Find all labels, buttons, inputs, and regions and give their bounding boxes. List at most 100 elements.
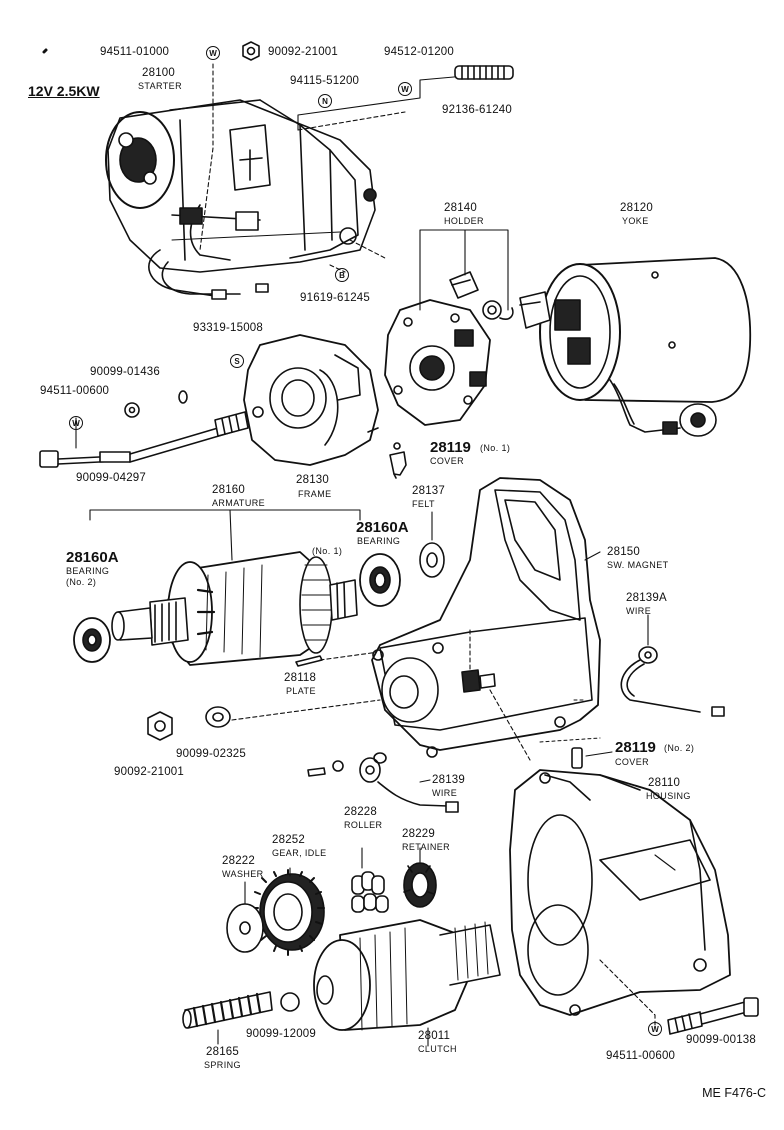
through-bolt-drawing [39, 411, 249, 468]
label-28139: 28139 [432, 774, 465, 786]
label-28120: 28120 [620, 202, 653, 214]
clutch-drawing [313, 919, 501, 1031]
holder-bracket [419, 229, 509, 311]
magnet-leader [584, 551, 601, 561]
housing-drawing [509, 769, 731, 1016]
name-bearing-no1: BEARING [357, 536, 401, 546]
name-wire-28139A: WIRE [626, 606, 652, 616]
name-sw-magnet: SW. MAGNET [607, 560, 669, 570]
label-28222: 28222 [222, 855, 255, 867]
cover2-leader [585, 751, 613, 757]
name-washer: WASHER [222, 869, 264, 879]
name-spring: SPRING [204, 1060, 241, 1070]
label-28228: 28228 [344, 806, 377, 818]
roller-drawing [351, 871, 389, 913]
marker-w-icon: W [206, 46, 220, 60]
housing-leader [654, 854, 676, 871]
cover-no2-drawing [571, 747, 583, 769]
stud-bolt-drawing [454, 65, 514, 80]
name-housing: HOUSING [646, 791, 691, 801]
diagram-title: 12V 2.5KW [28, 83, 100, 99]
felt-drawing [419, 542, 445, 578]
label-28140: 28140 [444, 202, 477, 214]
corner-mark [42, 48, 48, 54]
wire-28139A-drawing [620, 646, 725, 717]
qualifier-28119-no1: (No. 1) [480, 443, 511, 453]
label-28160A-no2: 28160A [66, 549, 119, 566]
label-28119-no1: 28119 [430, 439, 471, 456]
label-28119-no2: 28119 [615, 739, 656, 756]
leader-bracket [297, 75, 466, 131]
name-retainer: RETAINER [402, 842, 451, 852]
wire-28139-drawing [307, 752, 459, 813]
label-90092-21001-top: 90092-21001 [268, 46, 338, 58]
name-cover-no2: COVER [615, 757, 650, 767]
name-gear-idle: GEAR, IDLE [272, 848, 327, 858]
armature-drawing [89, 509, 361, 666]
label-94511-00600-bot: 94511-00600 [606, 1050, 676, 1062]
spring-drawing [182, 991, 273, 1029]
marker-w-icon: W [648, 1022, 662, 1036]
housing-dash [599, 959, 656, 1026]
label-94511-00600-left: 94511-00600 [40, 385, 110, 397]
label-28150: 28150 [607, 546, 640, 558]
cover-no1-drawing [389, 442, 407, 479]
name-bearing-no2: BEARING [66, 566, 110, 576]
name-starter: STARTER [138, 81, 182, 91]
label-91619-61245: 91619-61245 [300, 292, 370, 304]
qualifier-28119-no2: (No. 2) [664, 743, 695, 753]
label-90099-00138: 90099-00138 [686, 1034, 756, 1046]
name-plate: PLATE [286, 686, 316, 696]
name-felt: FELT [412, 499, 435, 509]
marker-s-icon: S [230, 354, 244, 368]
label-28229: 28229 [402, 828, 435, 840]
label-92136-61240: 92136-61240 [442, 104, 512, 116]
label-28165: 28165 [206, 1046, 239, 1058]
plate-drawing [295, 655, 323, 667]
label-28139A: 28139A [626, 592, 667, 604]
wire2-leader [419, 779, 431, 783]
brush-holder-drawing [384, 271, 514, 426]
marker-b-icon: B [335, 268, 349, 282]
housing-bolt-drawing [667, 997, 759, 1035]
label-90099-12009: 90099-12009 [246, 1028, 316, 1040]
label-93319-15008: 93319-15008 [193, 322, 263, 334]
label-94115-51200: 94115-51200 [290, 75, 360, 87]
qualifier-bearing-no2: (No. 2) [66, 577, 97, 587]
label-90099-01436: 90099-01436 [90, 366, 160, 378]
marker-w-icon: W [398, 82, 412, 96]
small-washers-drawing [124, 390, 188, 418]
label-28011: 28011 [418, 1030, 451, 1042]
nut-mid-drawing [147, 711, 173, 741]
name-clutch: CLUTCH [418, 1044, 457, 1054]
label-90099-02325: 90099-02325 [176, 748, 246, 760]
name-armature: ARMATURE [212, 498, 266, 508]
washer-28222-drawing [226, 903, 264, 953]
idle-gear-drawing [251, 869, 325, 956]
name-yoke: YOKE [622, 216, 649, 226]
leader-lines-center [231, 629, 531, 761]
label-28137: 28137 [412, 485, 445, 497]
label-28110: 28110 [648, 777, 681, 789]
name-holder: HOLDER [444, 216, 484, 226]
lock-washer-drawing [205, 706, 231, 728]
label-28160A-no1: 28160A [356, 519, 409, 536]
label-94512-01200: 94512-01200 [384, 46, 454, 58]
steel-ball-drawing [280, 992, 300, 1012]
marker-w-icon: W [69, 416, 83, 430]
frame-drawing [243, 334, 379, 466]
name-frame: FRAME [298, 489, 332, 499]
label-28252: 28252 [272, 834, 305, 846]
name-cover-no1: COVER [430, 456, 465, 466]
nut-top-drawing [242, 41, 260, 61]
starter-assembly-drawing [105, 99, 377, 300]
marker-n-icon: N [318, 94, 332, 108]
name-roller: ROLLER [344, 820, 383, 830]
bearing-no1-drawing [359, 553, 401, 607]
retainer-drawing [403, 862, 437, 908]
switch-magnet-drawing [371, 477, 601, 758]
bearing-no2-drawing [73, 617, 111, 663]
label-90092-21001-mid: 90092-21001 [114, 766, 184, 778]
